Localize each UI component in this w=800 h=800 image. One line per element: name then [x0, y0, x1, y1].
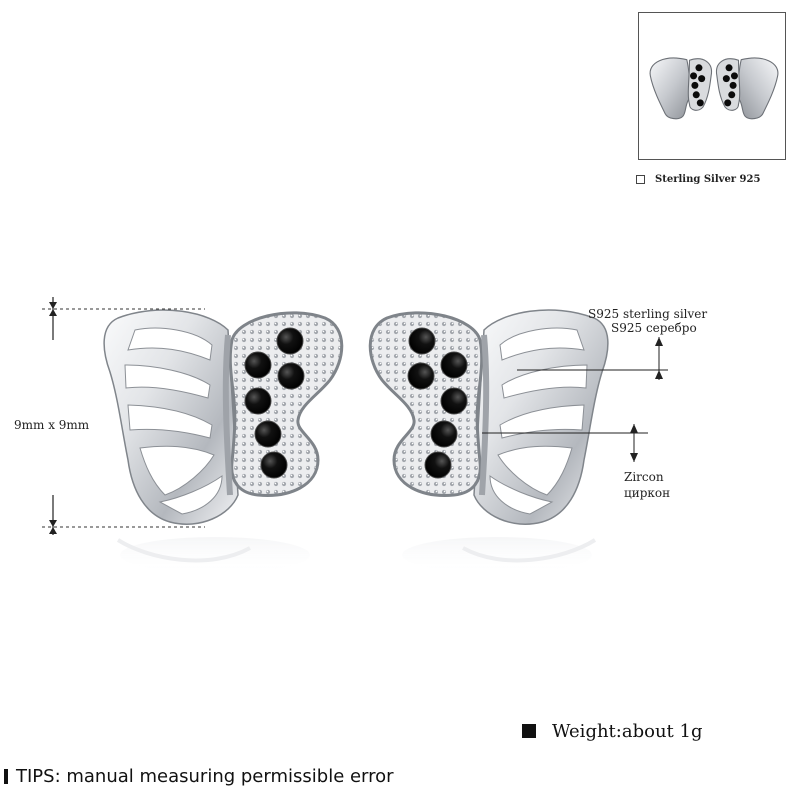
vertical-bar-icon: [4, 768, 8, 784]
thumbnail-preview[interactable]: [638, 12, 786, 160]
stone-callout: [482, 424, 648, 462]
product-illustration: [42, 297, 668, 573]
stone-label-en: Zircon: [624, 470, 664, 484]
weight-info: Weight:about 1g: [522, 718, 702, 744]
tips-info: TIPS: manual measuring permissible error: [4, 764, 394, 788]
dimension-indicator: [42, 297, 205, 535]
thumbnail-earrings-image: [649, 57, 779, 120]
size-label: 9mm x 9mm: [14, 418, 90, 432]
filled-square-icon: [522, 724, 536, 738]
left-earring: [103, 309, 344, 525]
material-label-ru: S925 серебро: [611, 321, 697, 335]
thumbnail-caption-text: Sterling Silver 925: [655, 173, 761, 185]
thumbnail-caption[interactable]: Sterling Silver 925: [636, 170, 796, 188]
tips-text: TIPS: manual measuring permissible error: [16, 765, 394, 787]
right-earring: [368, 309, 609, 525]
double-arrow-icon: [49, 495, 57, 535]
material-label-en: S925 sterling silver: [588, 307, 708, 321]
weight-text: Weight:about 1g: [552, 720, 703, 742]
material-callout: [517, 337, 668, 380]
empty-square-icon[interactable]: [636, 174, 645, 184]
double-arrow-icon: [49, 297, 57, 340]
stone-label-ru: циркон: [624, 486, 671, 500]
floor-reflection: [116, 537, 597, 573]
